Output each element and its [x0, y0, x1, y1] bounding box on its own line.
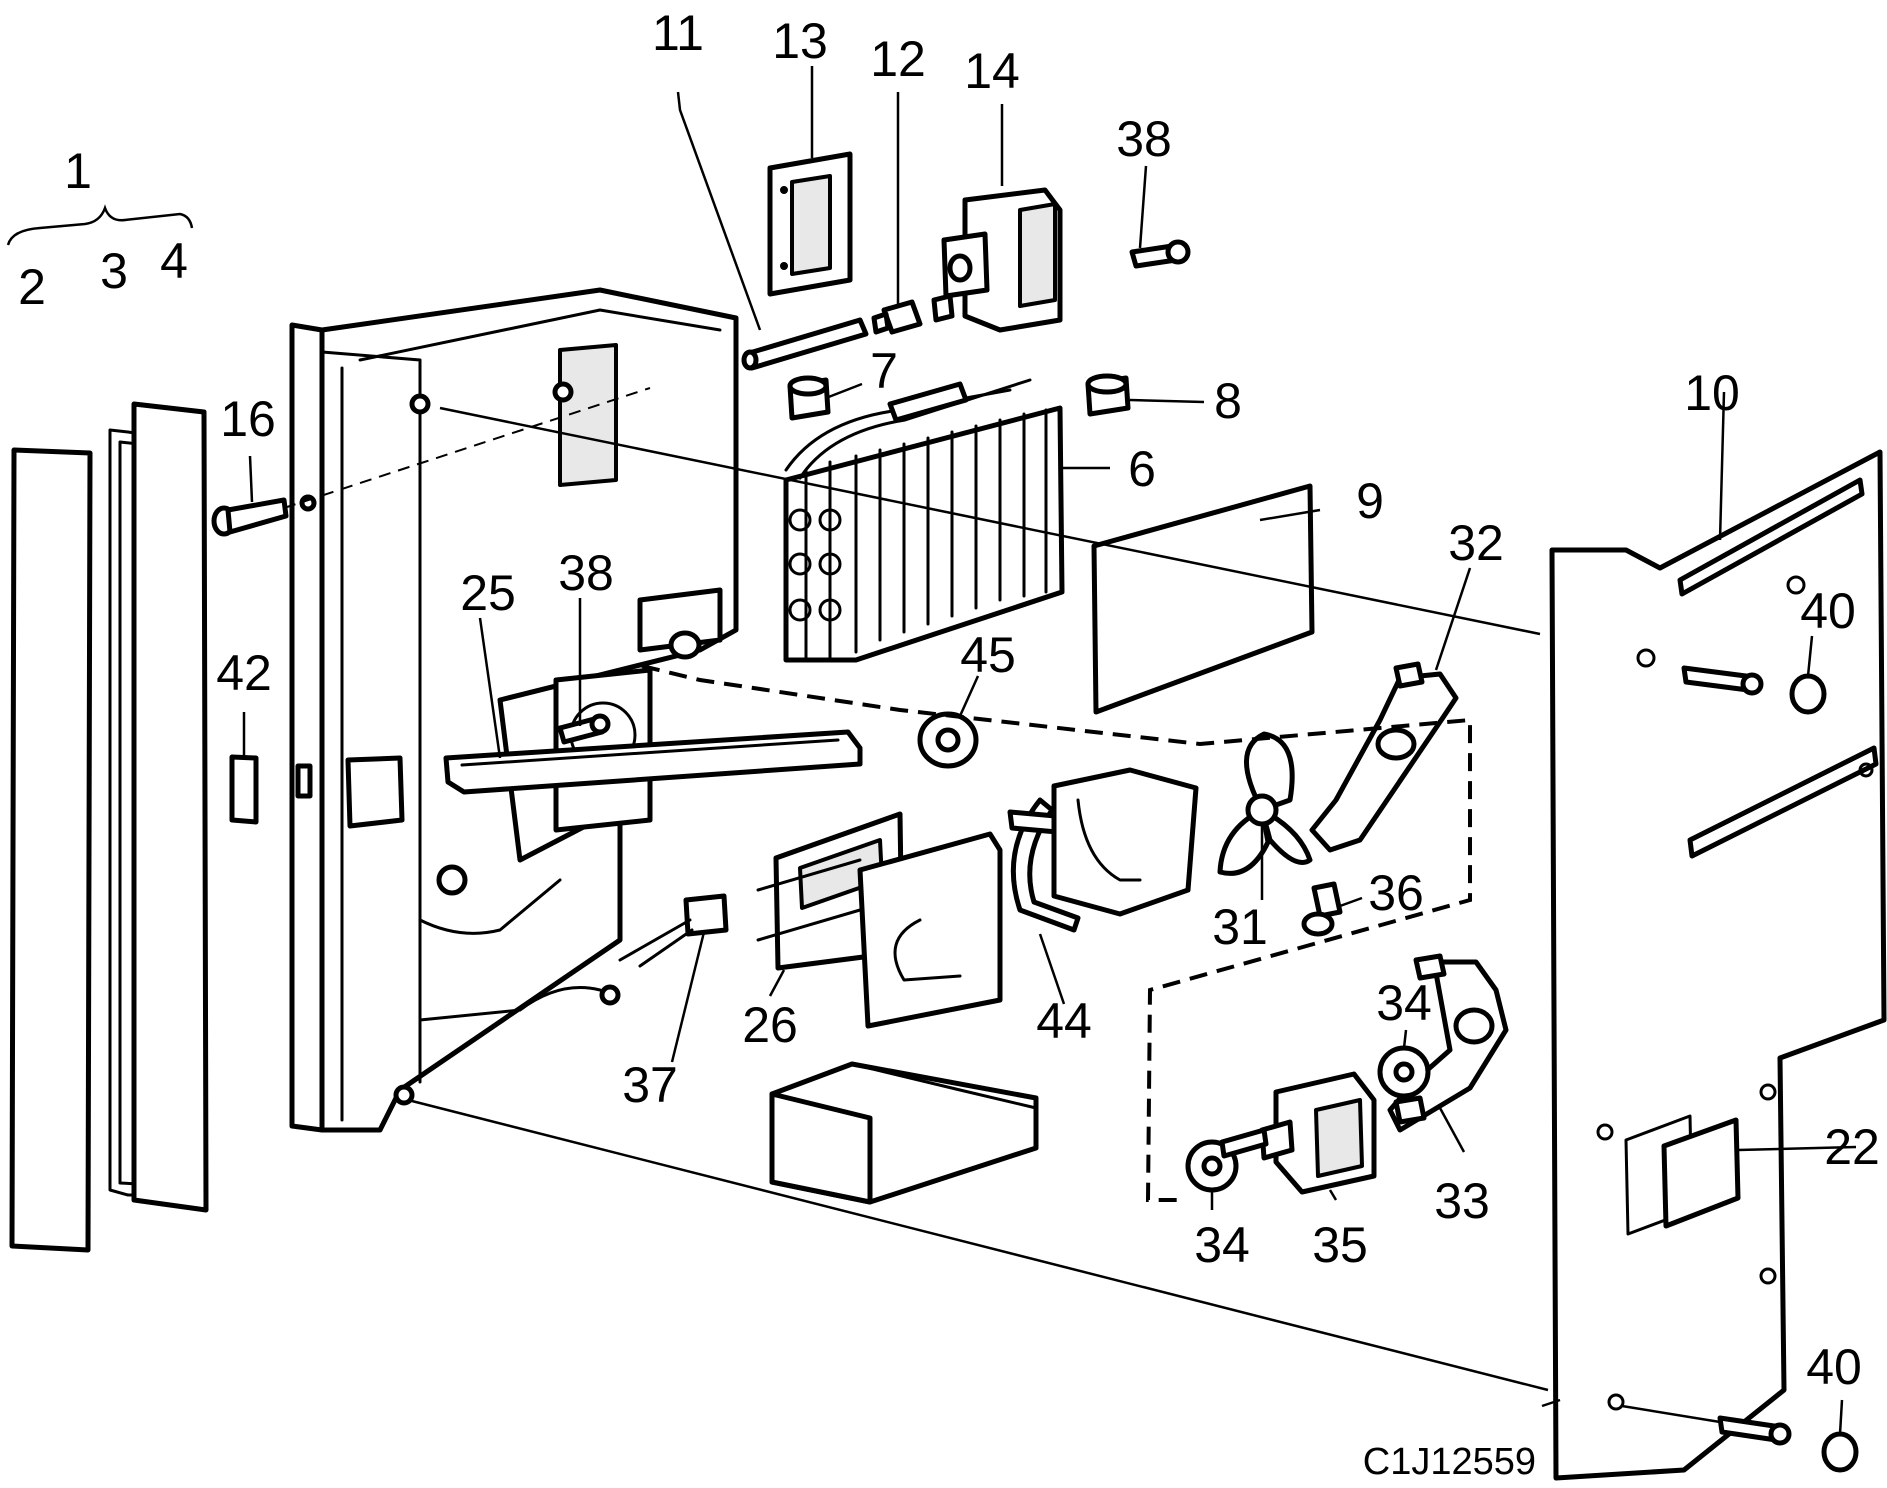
callout-2: 2: [18, 259, 46, 315]
part-11-rod: [741, 317, 869, 371]
part-34-grommet-upper: [1377, 1045, 1431, 1099]
callout-4: 4: [160, 233, 188, 289]
main-housing: [289, 287, 739, 1133]
callout-16: 16: [220, 391, 276, 447]
callout-40-upper: 40: [1800, 583, 1856, 639]
callout-3: 3: [100, 243, 128, 299]
callout-35: 35: [1312, 1217, 1368, 1273]
part-38-screw-left: [557, 713, 611, 745]
callout-44: 44: [1036, 993, 1092, 1049]
part-32-bracket: [1309, 661, 1459, 853]
callout-32: 32: [1448, 515, 1504, 571]
part-42-pad: [229, 754, 259, 825]
callout-31: 31: [1212, 899, 1268, 955]
callout-13: 13: [772, 13, 828, 69]
callout-34-lower: 34: [1194, 1217, 1250, 1273]
callout-9: 9: [1356, 473, 1384, 529]
callout-34-upper: 34: [1376, 975, 1432, 1031]
callout-25: 25: [460, 565, 516, 621]
callout-38-top: 38: [1116, 111, 1172, 167]
part-16-pin: [211, 497, 289, 537]
callout-26: 26: [742, 997, 798, 1053]
part-31-fan: [1217, 731, 1313, 876]
alignment-line-top: [439, 406, 1541, 636]
part-40-screw-lower: [1717, 1415, 1859, 1473]
dashed-line-fan-path: [641, 664, 1472, 1202]
callout-12: 12: [870, 31, 926, 87]
part-9-panel: [1091, 483, 1315, 715]
part-45-washer: [917, 711, 979, 769]
callout-1: 1: [64, 143, 92, 199]
part-7-clip: [787, 375, 831, 421]
callout-10: 10: [1684, 365, 1740, 421]
fan-shroud: [1051, 767, 1199, 917]
part-13-plate: [767, 151, 853, 297]
callout-7: 7: [870, 343, 898, 399]
callout-38-left: 38: [558, 545, 614, 601]
leader-lines: [242, 66, 1857, 1435]
dashed-line-pin: [283, 387, 651, 509]
alignment-line-lower-right: [1621, 1404, 1721, 1424]
part-38-screw-top: [1129, 239, 1191, 269]
part-40-screw-upper: [1681, 665, 1827, 715]
callout-6: 6: [1128, 441, 1156, 497]
part-8-clip: [1085, 373, 1131, 417]
part-4-panel: [131, 401, 209, 1213]
part-22-cover: [1661, 1117, 1741, 1229]
callout-42: 42: [216, 645, 272, 701]
part-2-panel: [9, 447, 93, 1253]
callout-36: 36: [1368, 865, 1424, 921]
callout-8: 8: [1214, 373, 1242, 429]
center-housing-block: [857, 831, 1003, 1029]
callout-14: 14: [964, 43, 1020, 99]
callout-33: 33: [1434, 1173, 1490, 1229]
bottom-insulation-block: [769, 1061, 1039, 1205]
part-35-motor: [1219, 1071, 1377, 1195]
figure-code: C1J12559: [1363, 1441, 1536, 1483]
callout-labels: 1 2 3 4 11 13 12 14 38 16 7 8 6 9 10 32 …: [18, 5, 1880, 1395]
callout-45: 45: [960, 627, 1016, 683]
part-12-connector: [871, 299, 923, 335]
callout-11: 11: [652, 5, 704, 61]
part-1-bracket: [6, 204, 194, 246]
alignment-line-bottom: [407, 1098, 1549, 1392]
part-14-control-block: [931, 187, 1063, 333]
callout-37: 37: [622, 1057, 678, 1113]
part-36-screw: [1301, 881, 1343, 937]
part-37-connector: [618, 893, 729, 968]
part-6-evaporator: [783, 378, 1065, 663]
part-25-spar: [443, 729, 863, 795]
callout-22: 22: [1824, 1119, 1880, 1175]
callout-40-lower: 40: [1806, 1339, 1862, 1395]
